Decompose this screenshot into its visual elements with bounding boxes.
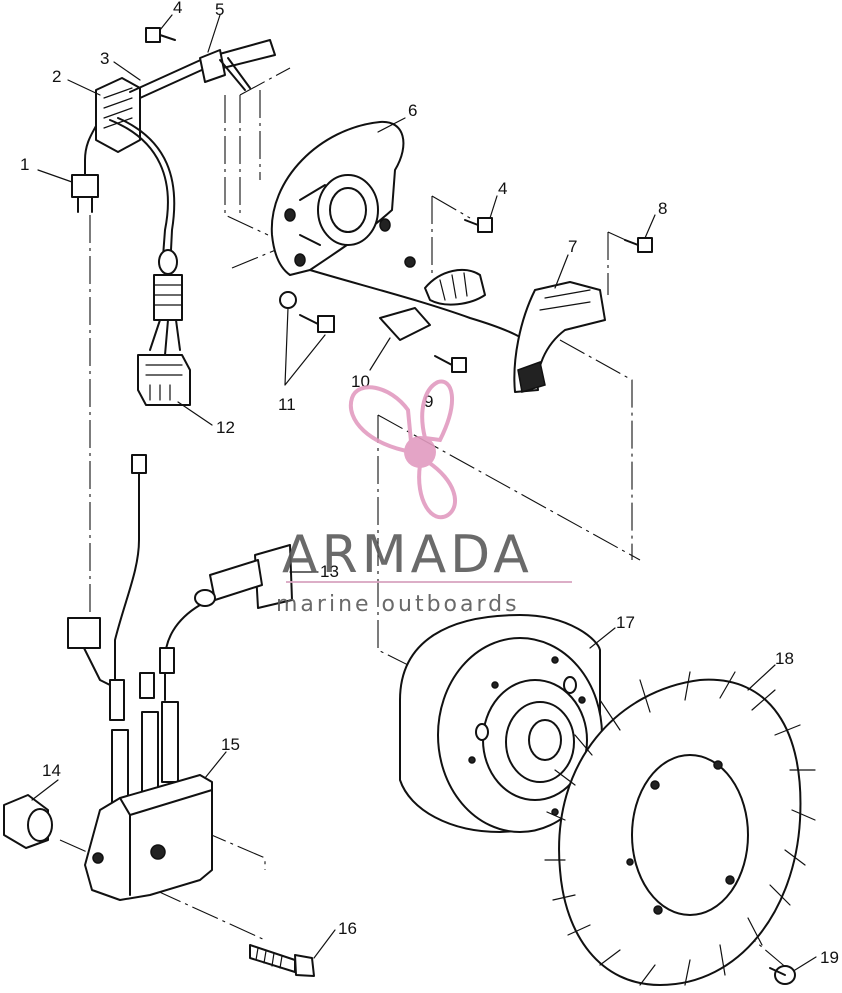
brand-rule — [286, 581, 572, 583]
bolt-part-9 — [434, 355, 467, 373]
callout-3: 3 — [100, 49, 109, 68]
callout-5: 5 — [215, 0, 224, 19]
stator-plate-part-6 — [270, 120, 405, 276]
bolt-part-16 — [249, 944, 315, 977]
callout-numbers: 1 2 3 4 5 6 4 8 7 10 9 11 12 13 14 15 16… — [20, 0, 839, 967]
collar-part-14 — [3, 794, 53, 849]
callout-8: 8 — [658, 199, 667, 218]
bolt-part-4-top — [145, 27, 176, 43]
callout-7: 7 — [568, 237, 577, 256]
callout-11: 11 — [278, 395, 296, 414]
coil-assembly-part-10 — [309, 256, 536, 351]
watermark: ARMADA marine outboards — [276, 379, 572, 617]
callout-18: 18 — [775, 649, 794, 668]
callout-2: 2 — [52, 67, 61, 86]
bolt-part-4-right — [464, 217, 493, 233]
plug-cap-part-13 — [164, 544, 293, 701]
callout-12: 12 — [216, 418, 235, 437]
callout-6: 6 — [408, 101, 417, 120]
callout-15: 15 — [221, 735, 240, 754]
ignition-coil-part-15 — [84, 647, 213, 901]
callout-4-right: 4 — [498, 179, 507, 198]
bolt-part-11 — [279, 291, 335, 333]
callout-14: 14 — [42, 761, 61, 780]
callout-4-top: 4 — [173, 0, 182, 17]
pulser-coil-part-7 — [513, 281, 606, 393]
rectifier-part-2 — [95, 39, 276, 153]
brand-tagline: marine outboards — [276, 592, 520, 617]
callout-1: 1 — [20, 155, 29, 174]
flywheel-part-17 — [399, 614, 603, 833]
fan-part-18 — [544, 671, 816, 986]
callout-17: 17 — [616, 613, 635, 632]
brand-name: ARMADA — [282, 525, 533, 585]
propeller-logo-icon — [348, 379, 458, 519]
bolt-part-8 — [624, 237, 653, 253]
callout-9: 9 — [424, 392, 433, 411]
lead-wire — [67, 454, 147, 721]
wire-harness — [109, 117, 183, 356]
bolt-part-19 — [769, 965, 796, 985]
callout-19: 19 — [820, 948, 839, 967]
connector-part-12 — [137, 354, 191, 406]
callout-16: 16 — [338, 919, 357, 938]
callout-13: 13 — [320, 562, 339, 581]
leader-lines — [31, 14, 817, 971]
